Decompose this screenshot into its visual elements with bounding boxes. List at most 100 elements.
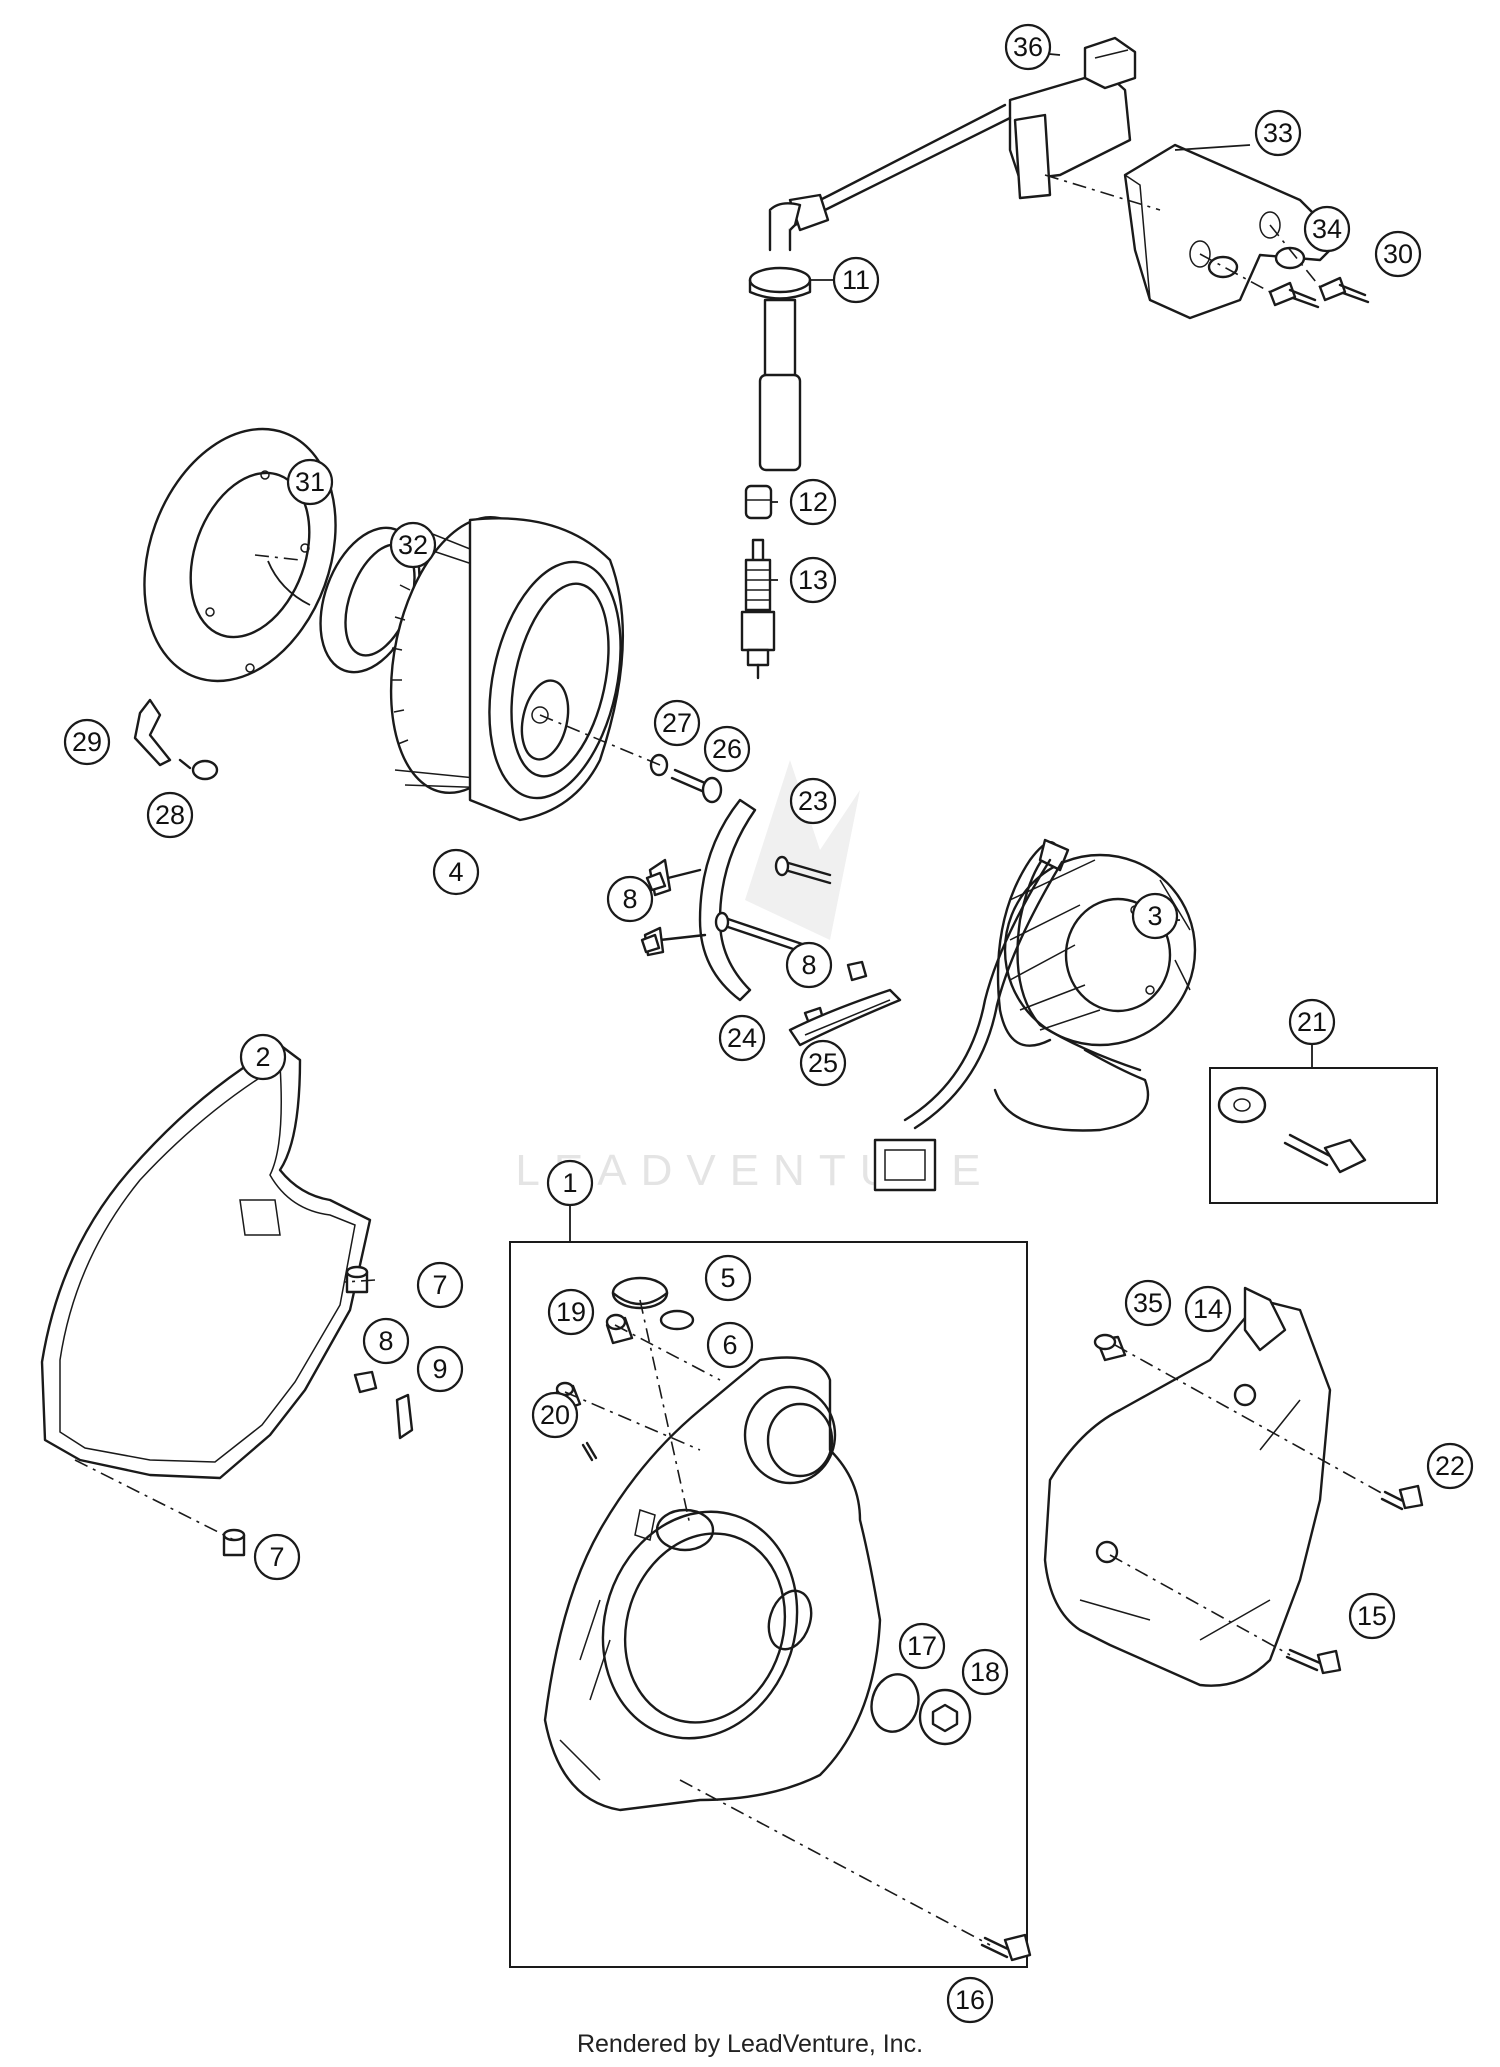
callout-35: 35 bbox=[1124, 1279, 1172, 1327]
svg-text:7: 7 bbox=[269, 1542, 284, 1572]
cover-o-ring bbox=[870, 1673, 920, 1733]
svg-text:8: 8 bbox=[622, 884, 637, 914]
callout-17: 17 bbox=[898, 1622, 946, 1670]
callout-8-rail: 8 bbox=[606, 875, 654, 923]
svg-text:32: 32 bbox=[398, 530, 428, 560]
oil-filler-plug bbox=[611, 1276, 669, 1310]
callout-9: 9 bbox=[416, 1345, 464, 1393]
svg-text:18: 18 bbox=[970, 1657, 1000, 1687]
callout-16: 16 bbox=[946, 1976, 994, 2024]
callout-5: 5 bbox=[704, 1254, 752, 1302]
dowel-pins bbox=[222, 1265, 369, 1557]
svg-text:23: 23 bbox=[798, 786, 828, 816]
callout-4: 4 bbox=[432, 848, 480, 896]
callout-1: 1 bbox=[546, 1159, 594, 1207]
flywheel bbox=[389, 515, 624, 822]
svg-text:22: 22 bbox=[1435, 1451, 1465, 1481]
svg-text:20: 20 bbox=[540, 1400, 570, 1430]
svg-text:24: 24 bbox=[727, 1023, 757, 1053]
assembly-lines bbox=[74, 174, 1386, 1946]
callout-3: 3 bbox=[1131, 892, 1179, 940]
small-pin bbox=[581, 1441, 598, 1462]
svg-text:7: 7 bbox=[432, 1270, 447, 1300]
callout-8-slide: 8 bbox=[785, 941, 833, 989]
callout-2: 2 bbox=[239, 1033, 287, 1081]
svg-text:26: 26 bbox=[712, 734, 742, 764]
callout-18: 18 bbox=[961, 1648, 1009, 1696]
filler-o-ring bbox=[659, 1309, 695, 1331]
callout-24: 24 bbox=[718, 1014, 766, 1062]
sprocket-cover bbox=[1043, 1286, 1332, 1687]
svg-text:8: 8 bbox=[378, 1326, 393, 1356]
render-credit: Rendered by LeadVenture, Inc. bbox=[576, 2030, 924, 2058]
stator-harness bbox=[873, 838, 1150, 1192]
svg-text:5: 5 bbox=[720, 1263, 735, 1293]
svg-text:16: 16 bbox=[955, 1985, 985, 2015]
svg-text:14: 14 bbox=[1193, 1294, 1223, 1324]
callout-31: 31 bbox=[286, 458, 334, 506]
ignition-coil bbox=[768, 36, 1137, 252]
svg-text:35: 35 bbox=[1133, 1288, 1163, 1318]
part-box-21 bbox=[1209, 1067, 1438, 1204]
coil-bracket bbox=[1123, 143, 1342, 320]
svg-text:4: 4 bbox=[448, 857, 463, 887]
svg-text:28: 28 bbox=[155, 800, 185, 830]
svg-text:3: 3 bbox=[1147, 901, 1162, 931]
svg-text:29: 29 bbox=[72, 727, 102, 757]
svg-text:12: 12 bbox=[798, 487, 828, 517]
svg-text:11: 11 bbox=[842, 265, 870, 295]
svg-text:6: 6 bbox=[722, 1330, 737, 1360]
flywheel-screw-washer bbox=[649, 753, 723, 804]
callout-21: 21 bbox=[1288, 998, 1336, 1046]
ignition-cover bbox=[543, 1356, 882, 1812]
callout-6: 6 bbox=[706, 1321, 754, 1369]
callout-7-top: 7 bbox=[416, 1261, 464, 1309]
callout-7-bottom: 7 bbox=[253, 1533, 301, 1581]
callout-32: 32 bbox=[389, 521, 437, 569]
svg-text:15: 15 bbox=[1357, 1601, 1387, 1631]
svg-text:25: 25 bbox=[808, 1048, 838, 1078]
callout-28: 28 bbox=[146, 791, 194, 839]
cover-screw bbox=[980, 1933, 1032, 1962]
callout-27: 27 bbox=[653, 699, 701, 747]
ignition-cover-box bbox=[509, 1241, 1028, 1968]
callout-14: 14 bbox=[1184, 1285, 1232, 1333]
tensioner-slide bbox=[788, 988, 902, 1047]
svg-text:17: 17 bbox=[907, 1631, 937, 1661]
svg-text:34: 34 bbox=[1312, 214, 1342, 244]
callout-29: 29 bbox=[63, 718, 111, 766]
svg-text:19: 19 bbox=[556, 1297, 586, 1327]
plug-connector-nut bbox=[744, 484, 773, 520]
clip-and-bolt bbox=[133, 698, 219, 781]
callout-30: 30 bbox=[1374, 230, 1422, 278]
callout-23: 23 bbox=[789, 777, 837, 825]
callout-34: 34 bbox=[1303, 205, 1351, 253]
callout-13: 13 bbox=[789, 556, 837, 604]
callout-8-gasket: 8 bbox=[362, 1317, 410, 1365]
bracket-washers bbox=[1207, 246, 1306, 279]
cover-gasket bbox=[40, 1043, 372, 1480]
callout-20: 20 bbox=[531, 1391, 579, 1439]
svg-text:31: 31 bbox=[295, 467, 325, 497]
watermark: LEADVENTURE bbox=[515, 760, 981, 1195]
callout-11: 11 bbox=[832, 256, 880, 304]
spark-plug-boot bbox=[748, 266, 812, 472]
bracket-screws bbox=[1268, 276, 1370, 309]
callout-25: 25 bbox=[799, 1039, 847, 1087]
gasket-nut-and-clip bbox=[353, 1370, 414, 1440]
svg-text:30: 30 bbox=[1383, 239, 1413, 269]
flywheel-cover-ring bbox=[143, 427, 337, 683]
callout-19: 19 bbox=[547, 1288, 595, 1336]
svg-text:9: 9 bbox=[432, 1354, 447, 1384]
cover-sleeve-right bbox=[1093, 1333, 1127, 1362]
svg-text:21: 21 bbox=[1297, 1007, 1327, 1037]
svg-text:8: 8 bbox=[801, 950, 816, 980]
trigger-rail bbox=[643, 798, 757, 1002]
svg-text:36: 36 bbox=[1013, 32, 1043, 62]
cover-screws-right bbox=[1285, 1484, 1424, 1675]
rail-nuts bbox=[640, 871, 868, 1028]
svg-text:1: 1 bbox=[562, 1168, 577, 1198]
callout-22: 22 bbox=[1426, 1442, 1474, 1490]
callout-36: 36 bbox=[1004, 23, 1052, 71]
